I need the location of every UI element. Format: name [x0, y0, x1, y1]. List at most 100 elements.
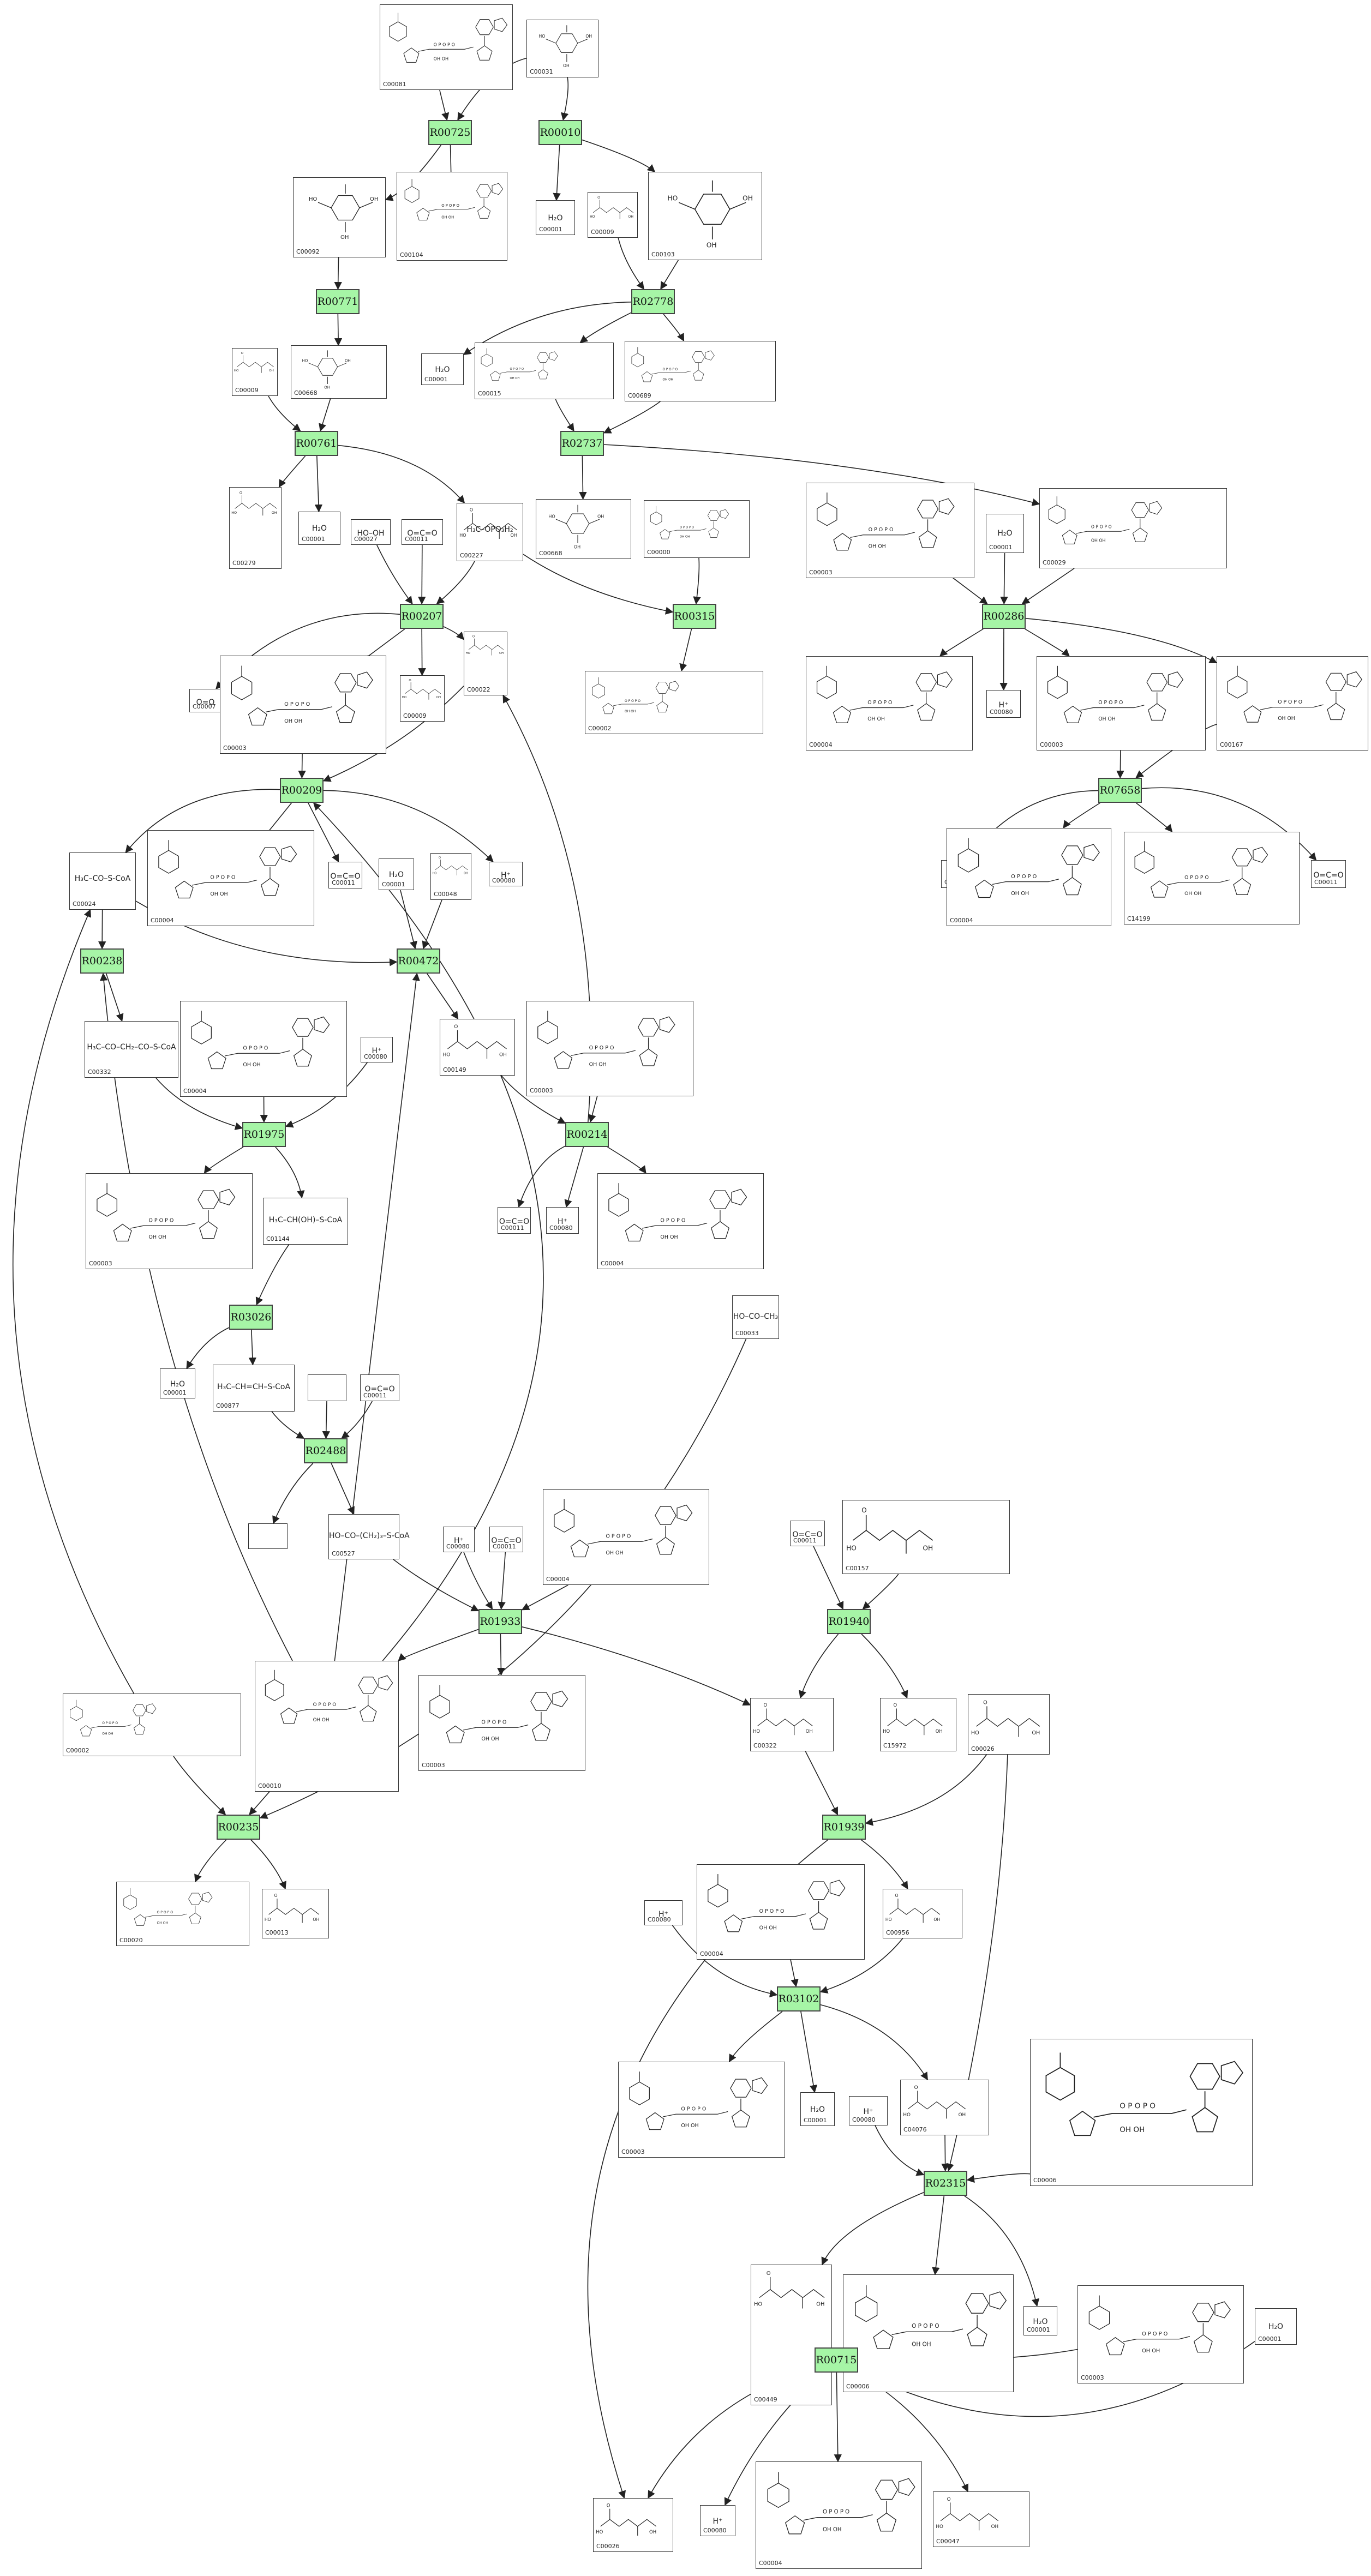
reaction-r02778[interactable]: R02778 [631, 289, 675, 314]
reaction-r01939[interactable]: R01939 [822, 1815, 866, 1840]
reaction-r02315[interactable]: R02315 [924, 2171, 967, 2196]
reaction-r00715[interactable]: R00715 [815, 2347, 858, 2373]
compound-c00080[interactable]: H⁺C00080 [489, 862, 523, 886]
reaction-r01933[interactable]: R01933 [478, 1609, 522, 1634]
compound-c00080[interactable]: H⁺C00080 [443, 1527, 475, 1552]
reaction-r07658[interactable]: R07658 [1098, 778, 1142, 803]
reaction-r01975[interactable]: R01975 [242, 1122, 286, 1147]
reaction-r00238[interactable]: R00238 [80, 948, 124, 974]
reaction-r00235[interactable]: R00235 [217, 1815, 260, 1840]
reaction-r01940[interactable]: R01940 [827, 1609, 871, 1634]
compound-c00080[interactable]: H⁺C00080 [986, 690, 1021, 718]
compound-c00080[interactable]: H⁺C00080 [546, 1207, 579, 1234]
compound-c00080[interactable]: H⁺C00080 [700, 2505, 735, 2536]
reaction-r00771[interactable]: R00771 [316, 289, 360, 314]
compound-c00080[interactable]: H⁺C00080 [849, 2096, 888, 2125]
reaction-r03026[interactable]: R03026 [229, 1305, 273, 1330]
reaction-r00214[interactable]: R00214 [565, 1122, 609, 1147]
reaction-r00315[interactable]: R00315 [673, 604, 716, 629]
reaction-r03102[interactable]: R03102 [777, 1986, 821, 2011]
reaction-r00472[interactable]: R00472 [397, 948, 440, 974]
reaction-r02737[interactable]: R02737 [560, 431, 604, 456]
reaction-r00010[interactable]: R00010 [538, 120, 582, 145]
reaction-r02488[interactable]: R02488 [304, 1438, 348, 1463]
reaction-r00761[interactable]: R00761 [295, 431, 338, 456]
compound-blank[interactable] [308, 1374, 346, 1401]
reaction-r00207[interactable]: R00207 [400, 604, 444, 629]
reaction-r00286[interactable]: R00286 [982, 604, 1026, 629]
compound-c00080[interactable]: H⁺C00080 [361, 1037, 393, 1062]
